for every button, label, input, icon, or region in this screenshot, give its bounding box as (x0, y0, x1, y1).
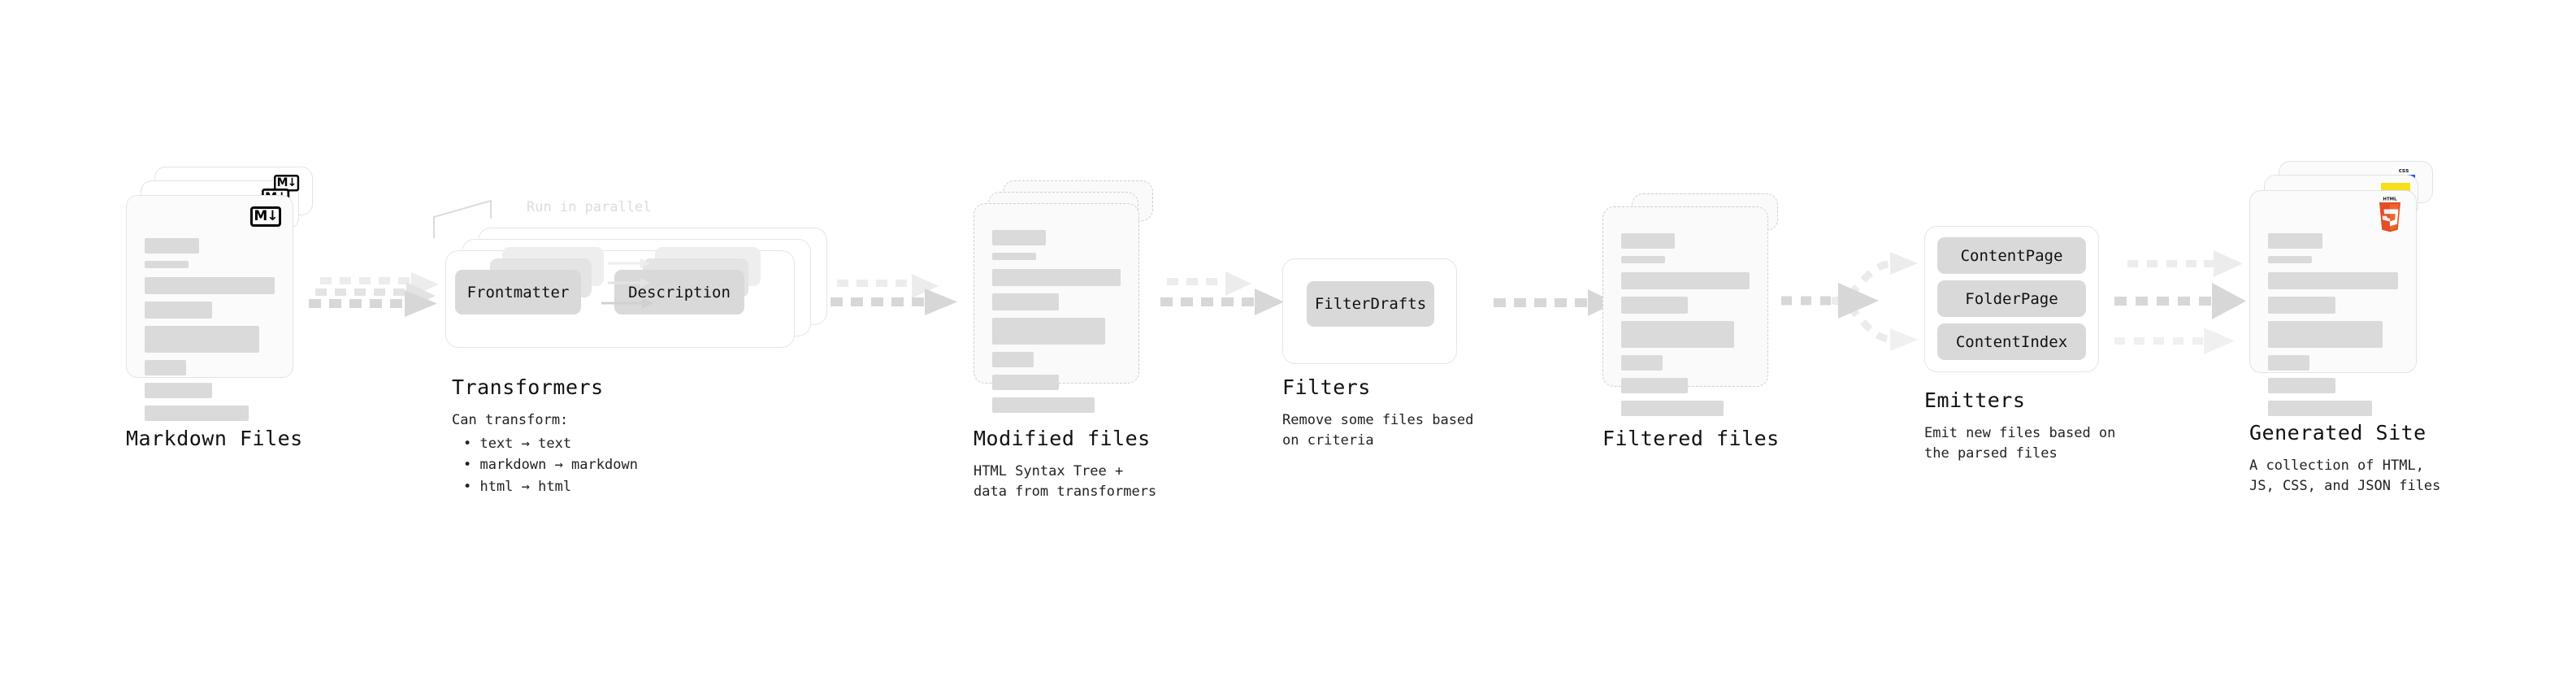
run-in-parallel-label: Run in parallel (527, 199, 652, 215)
svg-text:HTML: HTML (2383, 197, 2397, 202)
transformers-description: Can transform: (452, 412, 569, 428)
run-in-parallel-bracket (433, 199, 492, 238)
filtered-files-label: Filtered files (1602, 427, 1780, 450)
arrow-modified-to-filters (1160, 271, 1284, 315)
filters-label: Filters (1282, 375, 1371, 399)
filtered-files-caption: Filtered files (1602, 427, 1846, 450)
modified-files-stack (974, 180, 1160, 416)
markdown-files-label: Markdown Files (126, 427, 303, 450)
transformer-internal-arrows (601, 258, 653, 309)
emitter-chip-contentpage[interactable]: ContentPage (1937, 237, 2086, 274)
filters-group: FilterDrafts (1282, 258, 1457, 364)
emitter-chip-folderpage[interactable]: FolderPage (1937, 280, 2086, 317)
transformers-bullet-2: • html → html (463, 478, 572, 495)
emitters-label: Emitters (1924, 388, 2026, 412)
transformers-label: Transformers (452, 375, 604, 399)
filtered-card-content (1621, 233, 1750, 423)
modified-files-caption: Modified files HTML Syntax Tree + data f… (974, 427, 1217, 501)
filter-chip-filterdrafts[interactable]: FilterDrafts (1307, 281, 1434, 327)
filters-caption: Filters Remove some files based on crite… (1282, 375, 1542, 450)
markdown-icon: M↓ (250, 206, 281, 227)
arrow-filters-to-filtered (1494, 289, 1615, 316)
emitters-group: ContentPage FolderPage ContentIndex (1924, 226, 2099, 372)
filtered-files-stack (1602, 193, 1789, 429)
markdown-card-front: M↓ (126, 195, 293, 421)
filters-description: Remove some files based on criteria (1282, 412, 1474, 449)
modified-card-content (992, 230, 1121, 420)
arrow-markdown-to-transformers (309, 272, 439, 317)
transformer-chip-description[interactable]: Description (614, 270, 744, 314)
arrow-transformers-to-modified (830, 274, 957, 315)
generated-site-caption: Generated Site A collection of HTML, JS,… (2249, 421, 2517, 496)
markdown-files-caption: Markdown Files (126, 427, 303, 450)
emitters-caption: Emitters Emit new files based on the par… (1924, 388, 2184, 463)
modified-files-description: HTML Syntax Tree + data from transformer… (974, 463, 1157, 500)
emitters-description: Emit new files based on the parsed files (1924, 425, 2116, 462)
arrow-filtered-to-emitters (1781, 252, 1918, 351)
html5-icon: HTML (2379, 197, 2401, 232)
transformer-chip-frontmatter[interactable]: Frontmatter (455, 270, 581, 314)
site-card-front: HTML (2249, 190, 2417, 416)
transformers-caption: Transformers Can transform: • text → tex… (452, 375, 793, 497)
arrow-emitters-to-site (2114, 250, 2246, 354)
generated-site-label: Generated Site (2249, 421, 2426, 445)
markdown-files-stack: M↓ M↓ M↓ (126, 167, 313, 421)
modified-files-label: Modified files (974, 427, 1151, 450)
emitter-chip-contentindex[interactable]: ContentIndex (1937, 323, 2086, 360)
modified-card-front (974, 203, 1139, 413)
generated-site-stack: css HTML (2249, 161, 2444, 416)
transformers-bullet-0: • text → text (463, 435, 572, 452)
filtered-card-front (1602, 206, 1768, 416)
generated-site-description: A collection of HTML, JS, CSS, and JSON … (2249, 458, 2441, 494)
site-card-content (2268, 233, 2398, 423)
transformers-bullet-1: • markdown → markdown (463, 457, 638, 474)
markdown-card-content (145, 238, 275, 428)
transformers-group: Frontmatter Description (445, 228, 827, 348)
